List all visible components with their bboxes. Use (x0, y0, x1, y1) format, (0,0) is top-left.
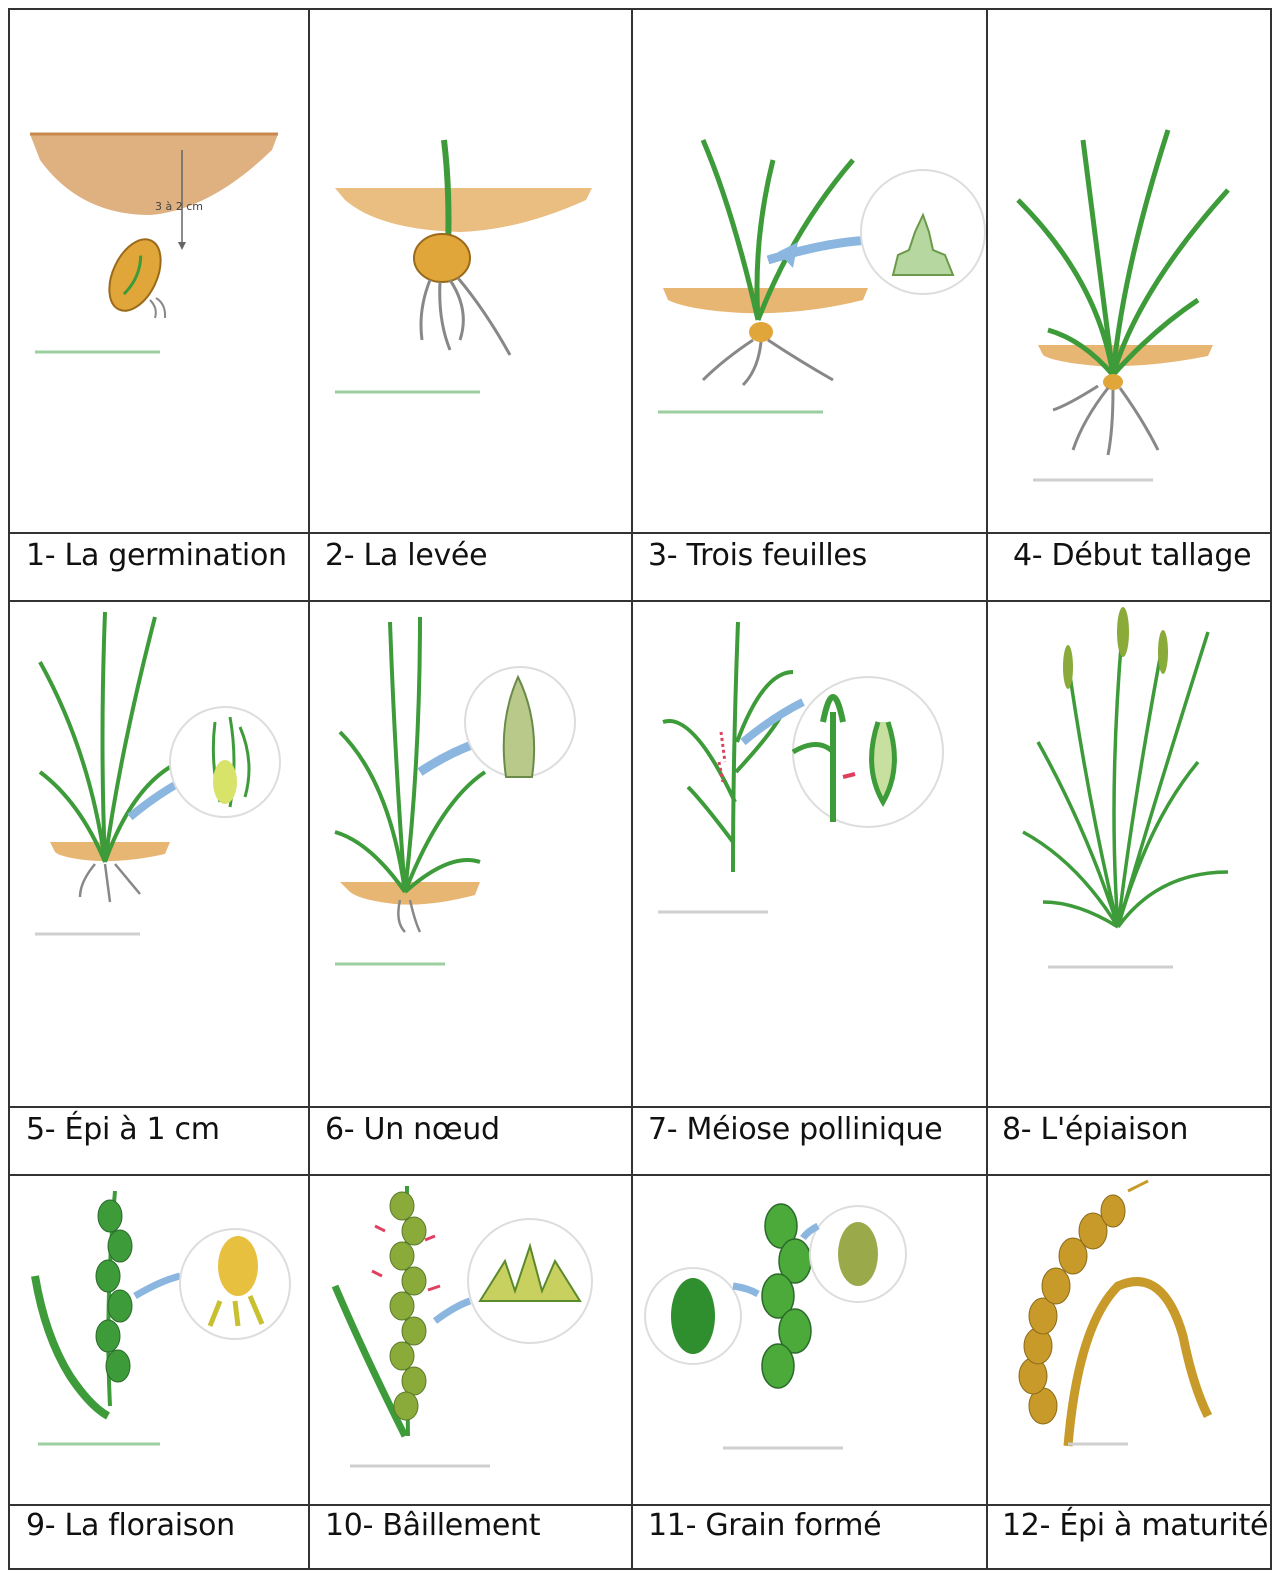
stage-5-illustration (10, 602, 308, 1106)
tillering-plant-icon (988, 10, 1272, 532)
mature-ear-icon (988, 1176, 1272, 1504)
stage-12-illustration (988, 1176, 1272, 1504)
germinating-seed-icon: 3 à 2 cm (10, 10, 308, 532)
stage-7-illustration (633, 602, 986, 1106)
formed-grain-ear-icon (633, 1176, 986, 1504)
stage-7-label: 7- Méiose pollinique (648, 1112, 942, 1147)
flowering-ear-icon (10, 1176, 308, 1504)
stage-11-illustration (633, 1176, 986, 1504)
stage-8-illustration (988, 602, 1272, 1106)
depth-annotation: 3 à 2 cm (155, 200, 203, 213)
stage-5-label: 5- Épi à 1 cm (26, 1112, 220, 1147)
stage-12-label: 12- Épi à maturité (1002, 1508, 1268, 1543)
gaping-ear-icon (310, 1176, 631, 1504)
ear-1cm-plant-icon (10, 602, 308, 1106)
grid-divider (8, 1106, 1272, 1108)
stage-1-label: 1- La germination (26, 538, 287, 573)
heading-plant-icon (988, 602, 1272, 1106)
stage-11-label: 11- Grain formé (648, 1508, 881, 1543)
stage-3-illustration (633, 10, 986, 532)
stage-3-label: 3- Trois feuilles (648, 538, 867, 573)
one-node-plant-icon (310, 602, 631, 1106)
three-leaves-plant-icon (633, 10, 986, 532)
stage-4-illustration (988, 10, 1272, 532)
stage-2-illustration (310, 10, 631, 532)
stage-6-label: 6- Un nœud (325, 1112, 500, 1147)
emergence-seedling-icon (310, 10, 631, 532)
stage-8-label: 8- L'épiaison (1002, 1112, 1188, 1147)
stage-10-label: 10- Bâillement (325, 1508, 540, 1543)
stage-10-illustration (310, 1176, 631, 1504)
stage-1-illustration: 3 à 2 cm (10, 10, 308, 532)
stage-9-illustration (10, 1176, 308, 1504)
stage-9-label: 9- La floraison (26, 1508, 235, 1543)
stage-4-label: 4- Début tallage (1013, 538, 1251, 573)
grid-divider (8, 532, 1272, 534)
grid-divider (8, 1504, 1272, 1506)
stage-2-label: 2- La levée (325, 538, 487, 573)
stage-6-illustration (310, 602, 631, 1106)
pollen-meiosis-plant-icon (633, 602, 986, 1106)
